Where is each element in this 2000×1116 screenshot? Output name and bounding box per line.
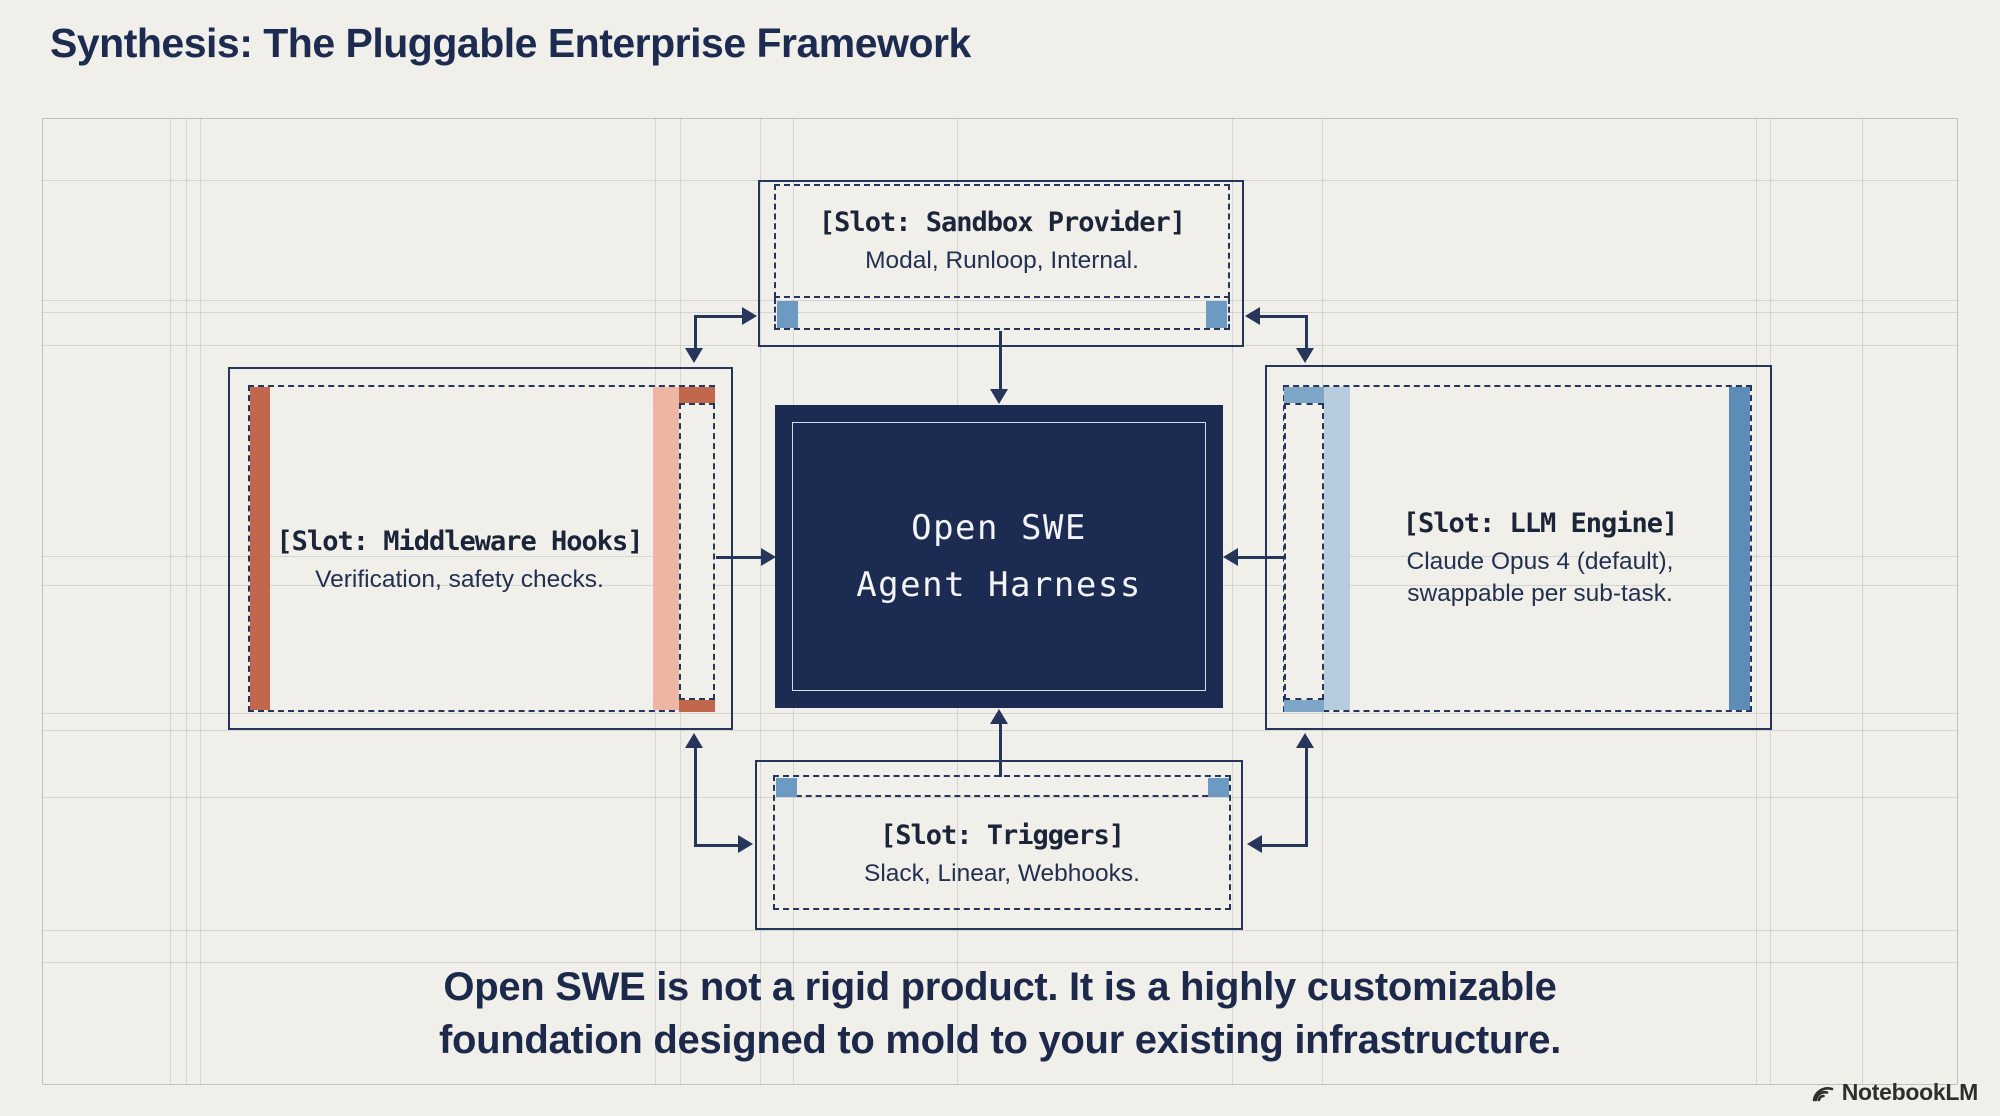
arrowhead-right-into-center xyxy=(761,548,776,566)
sandbox-right-port-square xyxy=(1206,301,1227,328)
llm-engine-subtext-line1: Claude Opus 4 (default), xyxy=(1406,547,1674,575)
notebooklm-wordmark: NotebookLM xyxy=(1841,1079,1979,1105)
grid-vline xyxy=(760,118,761,1085)
connector-topright-horizontal xyxy=(1260,315,1307,318)
arrowhead-into-middleware-bottom xyxy=(685,733,703,748)
middleware-hooks-subtext: Verification, safety checks. xyxy=(315,565,604,593)
arrowhead-left-into-center xyxy=(1223,548,1238,566)
triggers-left-port-square xyxy=(776,778,797,797)
arrowhead-down-into-center xyxy=(990,389,1008,404)
llm-engine-subtext-line2: swappable per sub-task. xyxy=(1407,579,1673,607)
triggers-dashed-box xyxy=(773,775,1231,910)
llm-engine-text: [Slot: LLM Engine] Claude Opus 4 (defaul… xyxy=(1360,478,1720,638)
arrowhead-into-llm-bottom xyxy=(1296,733,1314,748)
sandbox-provider-text: [Slot: Sandbox Provider] Modal, Runloop,… xyxy=(774,186,1230,296)
summary-statement-line1: Open SWE is not a rigid product. It is a… xyxy=(443,965,1557,1009)
connector-triggers-to-center xyxy=(999,724,1002,777)
arrowhead-into-sandbox-right xyxy=(1245,307,1260,325)
arrowhead-up-into-center xyxy=(990,709,1008,724)
middleware-slot-cap-bottom xyxy=(679,700,715,712)
sandbox-provider-subtext: Modal, Runloop, Internal. xyxy=(865,246,1139,274)
middleware-slot-socket xyxy=(679,403,715,700)
blueprint-frame xyxy=(42,118,1958,1085)
notebooklm-brand: NotebookLM xyxy=(1811,1079,1978,1106)
middleware-salmon-bar xyxy=(653,387,679,710)
llm-engine-header: [Slot: LLM Engine] xyxy=(1402,507,1679,539)
grid-vline xyxy=(200,118,201,1085)
sandbox-provider-header: [Slot: Sandbox Provider] xyxy=(818,206,1186,238)
arrowhead-into-triggers-left xyxy=(738,835,753,853)
llm-slot-socket xyxy=(1284,403,1324,700)
grid-hline xyxy=(42,312,1958,313)
sandbox-provider-connector-strip xyxy=(774,298,1230,330)
connector-sandbox-to-center xyxy=(999,331,1002,389)
sandbox-left-port-square xyxy=(777,301,798,328)
connector-bottomleft-horizontal xyxy=(694,844,738,847)
connector-middleware-to-center xyxy=(716,556,761,559)
center-label-line1: Open SWE xyxy=(911,508,1087,549)
triggers-connector-strip xyxy=(776,775,1228,797)
summary-statement-line2: foundation designed to mold to your exis… xyxy=(438,1018,1562,1063)
triggers-subtext: Slack, Linear, Webhooks. xyxy=(863,859,1140,887)
grid-hline xyxy=(42,300,1958,301)
llm-right-slot-bar xyxy=(1729,387,1750,710)
triggers-right-port-square xyxy=(1208,778,1229,797)
connector-bottomright-vertical xyxy=(1305,748,1308,847)
grid-hline xyxy=(42,962,1958,963)
summary-statement: Open SWE is not a rigid product. It is a… xyxy=(200,961,1800,1067)
connector-topleft-horizontal xyxy=(695,315,742,318)
grid-vline xyxy=(1232,118,1233,1085)
open-swe-agent-harness-box: Open SWE Agent Harness xyxy=(775,405,1223,708)
grid-vline xyxy=(170,118,171,1085)
connector-bottomright-horizontal xyxy=(1262,844,1306,847)
triggers-header: [Slot: Triggers] xyxy=(879,819,1125,851)
open-swe-agent-harness-label: Open SWE Agent Harness xyxy=(856,500,1142,612)
grid-vline xyxy=(1756,118,1757,1085)
connector-topright-vertical xyxy=(1305,315,1308,348)
middleware-slot-cap-top xyxy=(679,387,715,403)
grid-hline xyxy=(42,930,1958,931)
middleware-hooks-box xyxy=(228,367,733,730)
middleware-hooks-text: [Slot: Middleware Hooks] Verification, s… xyxy=(272,505,647,615)
grid-hline xyxy=(42,797,1958,798)
grid-vline xyxy=(186,118,187,1085)
llm-blue-light-bar xyxy=(1324,387,1350,710)
arrowhead-into-triggers-right xyxy=(1247,835,1262,853)
connector-llm-to-center xyxy=(1238,556,1283,559)
connector-bottomleft-vertical xyxy=(694,748,697,847)
llm-slot-cap-top xyxy=(1284,387,1324,403)
sandbox-provider-dashed-box xyxy=(774,184,1230,298)
slide-title: Synthesis: The Pluggable Enterprise Fram… xyxy=(50,20,971,66)
arrowhead-into-sandbox-left xyxy=(742,307,757,325)
middleware-hooks-header: [Slot: Middleware Hooks] xyxy=(276,525,643,557)
arrowhead-into-middleware-top xyxy=(685,348,703,363)
triggers-text: [Slot: Triggers] Slack, Linear, Webhooks… xyxy=(790,806,1214,902)
notebooklm-icon xyxy=(1812,1086,1834,1101)
grid-vline xyxy=(1862,118,1863,1085)
center-label-line2: Agent Harness xyxy=(856,564,1142,605)
arrowhead-into-llm-top xyxy=(1296,348,1314,363)
llm-engine-box xyxy=(1265,365,1772,730)
llm-slot-cap-bottom xyxy=(1284,700,1324,712)
connector-topleft-vertical xyxy=(694,315,697,348)
middleware-left-slot-bar xyxy=(250,387,270,710)
